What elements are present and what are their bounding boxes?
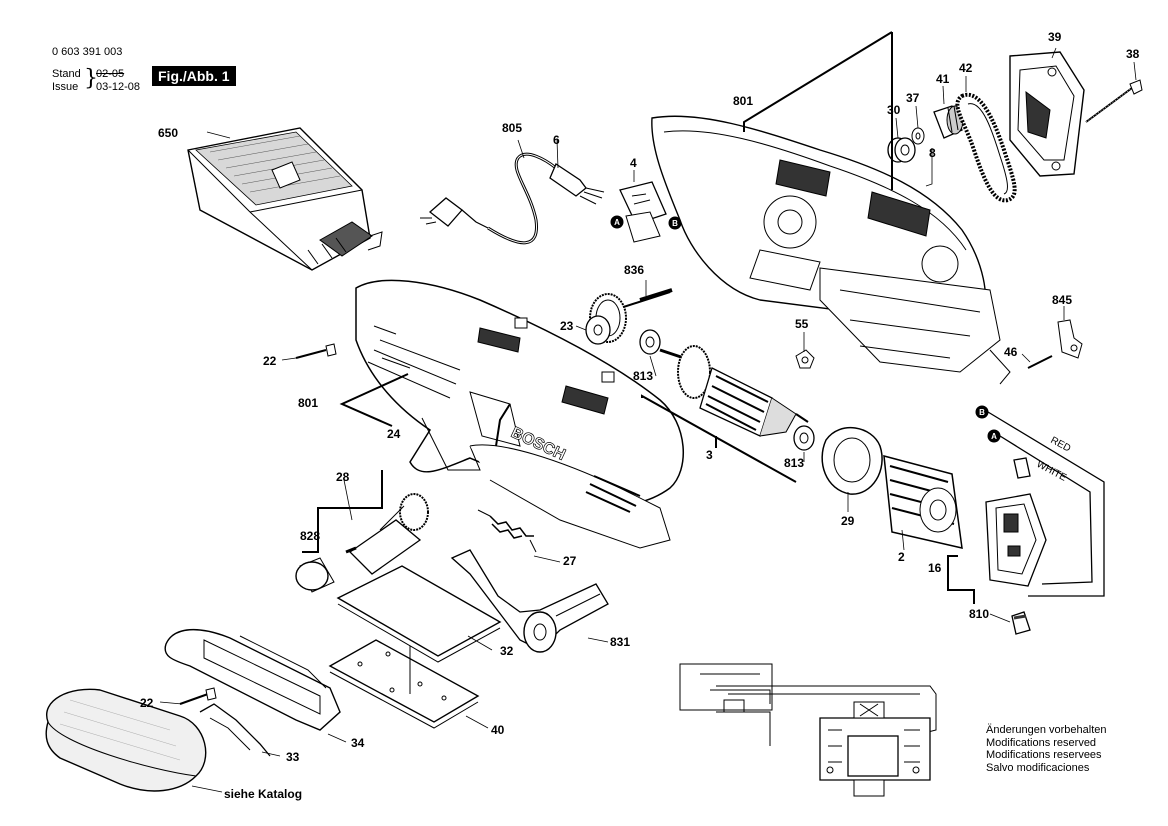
label-37: 37 <box>906 91 920 105</box>
brace-glyph: } <box>84 66 98 91</box>
label-24: 24 <box>387 427 401 441</box>
inset-schematic <box>679 663 937 797</box>
label-2: 2 <box>898 550 905 564</box>
belt-cover-part <box>1009 51 1085 177</box>
label-42: 42 <box>959 61 973 75</box>
terminal-a-badge: A <box>610 215 624 229</box>
label-845: 845 <box>1052 293 1073 307</box>
nut-part <box>795 349 815 369</box>
label-813-front: 813 <box>633 369 654 383</box>
note-line: Änderungen vorbehalten <box>986 724 1107 736</box>
label-16: 16 <box>928 561 942 575</box>
fan-guide-part <box>821 426 883 495</box>
stand-label: Stand <box>52 68 81 80</box>
label-32: 32 <box>500 644 514 658</box>
issue-label: Issue <box>52 81 79 93</box>
label-38: 38 <box>1126 47 1140 61</box>
label-836: 836 <box>624 263 645 277</box>
label-29: 29 <box>841 514 855 528</box>
label-siehe-katalog: siehe Katalog <box>224 787 303 801</box>
modifications-note: Änderungen vorbehalten Modifications res… <box>986 724 1106 774</box>
power-cord-part <box>420 152 557 245</box>
carbon-brush-upper-part <box>1013 457 1031 479</box>
housing-upper-part <box>651 115 1011 385</box>
label-650: 650 <box>158 126 179 140</box>
screw-46-part <box>1027 355 1053 369</box>
tension-roller-part <box>450 549 609 653</box>
label-831: 831 <box>610 635 631 649</box>
note-line: Modifications reservees <box>986 749 1102 761</box>
cork-plate-part <box>336 565 502 663</box>
label-28: 28 <box>336 470 350 484</box>
pulley-part <box>933 105 964 139</box>
svg-text:A: A <box>614 218 620 227</box>
svg-text:A: A <box>991 432 997 441</box>
armature-bearing-front-part <box>639 329 661 355</box>
label-22-lower: 22 <box>140 696 154 710</box>
label-805: 805 <box>502 121 523 135</box>
label-22-upper: 22 <box>263 354 277 368</box>
wire-white-label: WHITE <box>1035 459 1069 484</box>
label-55: 55 <box>795 317 809 331</box>
label-801-upper: 801 <box>733 94 754 108</box>
label-801-lower: 801 <box>298 396 319 410</box>
roller-cap-part <box>295 557 335 593</box>
base-plate-part <box>328 639 480 729</box>
label-34: 34 <box>351 736 365 750</box>
label-4: 4 <box>630 156 637 170</box>
dust-box-part <box>187 127 383 271</box>
label-8: 8 <box>929 146 936 160</box>
belt-frame-part <box>164 628 341 731</box>
armature-part <box>659 345 809 437</box>
cord-sleeve-part <box>549 163 605 205</box>
label-810: 810 <box>969 607 990 621</box>
cover-screw-part <box>1085 79 1143 123</box>
note-line: Salvo modificaciones <box>986 761 1090 774</box>
armature-bearing-rear-part <box>793 425 815 451</box>
stand-old-date: 02-05 <box>96 68 125 80</box>
terminal-b-badge: B <box>668 216 682 230</box>
spindle-bearing-part <box>585 315 611 345</box>
label-41: 41 <box>936 72 950 86</box>
label-27: 27 <box>563 554 577 568</box>
screw-lower-part <box>179 687 217 705</box>
label-39: 39 <box>1048 30 1062 44</box>
label-3: 3 <box>706 448 713 462</box>
label-813-rear: 813 <box>784 456 805 470</box>
tool-housing-part: BOSCH <box>355 279 685 549</box>
field-coil-part <box>883 454 963 549</box>
bracket-part <box>1057 319 1083 359</box>
carbon-brush-part <box>1011 611 1031 635</box>
electronics-module-part <box>985 493 1047 587</box>
drive-roller-part <box>345 493 429 575</box>
note-line: Modifications reserved <box>986 736 1097 749</box>
switch-part <box>619 181 667 243</box>
svg-text:B: B <box>672 219 678 228</box>
washer-part <box>911 127 925 145</box>
label-23: 23 <box>560 319 574 333</box>
issue-date: 03-12-08 <box>96 81 141 93</box>
toothed-belt-part <box>955 92 1017 203</box>
part-number: 0 603 391 003 <box>52 46 123 58</box>
label-33: 33 <box>286 750 300 764</box>
label-6: 6 <box>553 133 560 147</box>
label-828: 828 <box>300 529 321 543</box>
sanding-belt-part <box>45 688 207 792</box>
label-46: 46 <box>1004 345 1018 359</box>
svg-text:B: B <box>979 408 985 417</box>
leader-lines <box>159 47 1137 793</box>
screw-upper-part <box>295 343 337 359</box>
figure-badge: Fig./Abb. 1 <box>152 66 236 86</box>
label-40: 40 <box>491 723 505 737</box>
leader-brackets <box>302 31 975 604</box>
spring-part <box>477 509 537 553</box>
wire-red-label: RED <box>1049 435 1073 455</box>
clip-part <box>199 703 271 757</box>
label-30: 30 <box>887 103 901 117</box>
